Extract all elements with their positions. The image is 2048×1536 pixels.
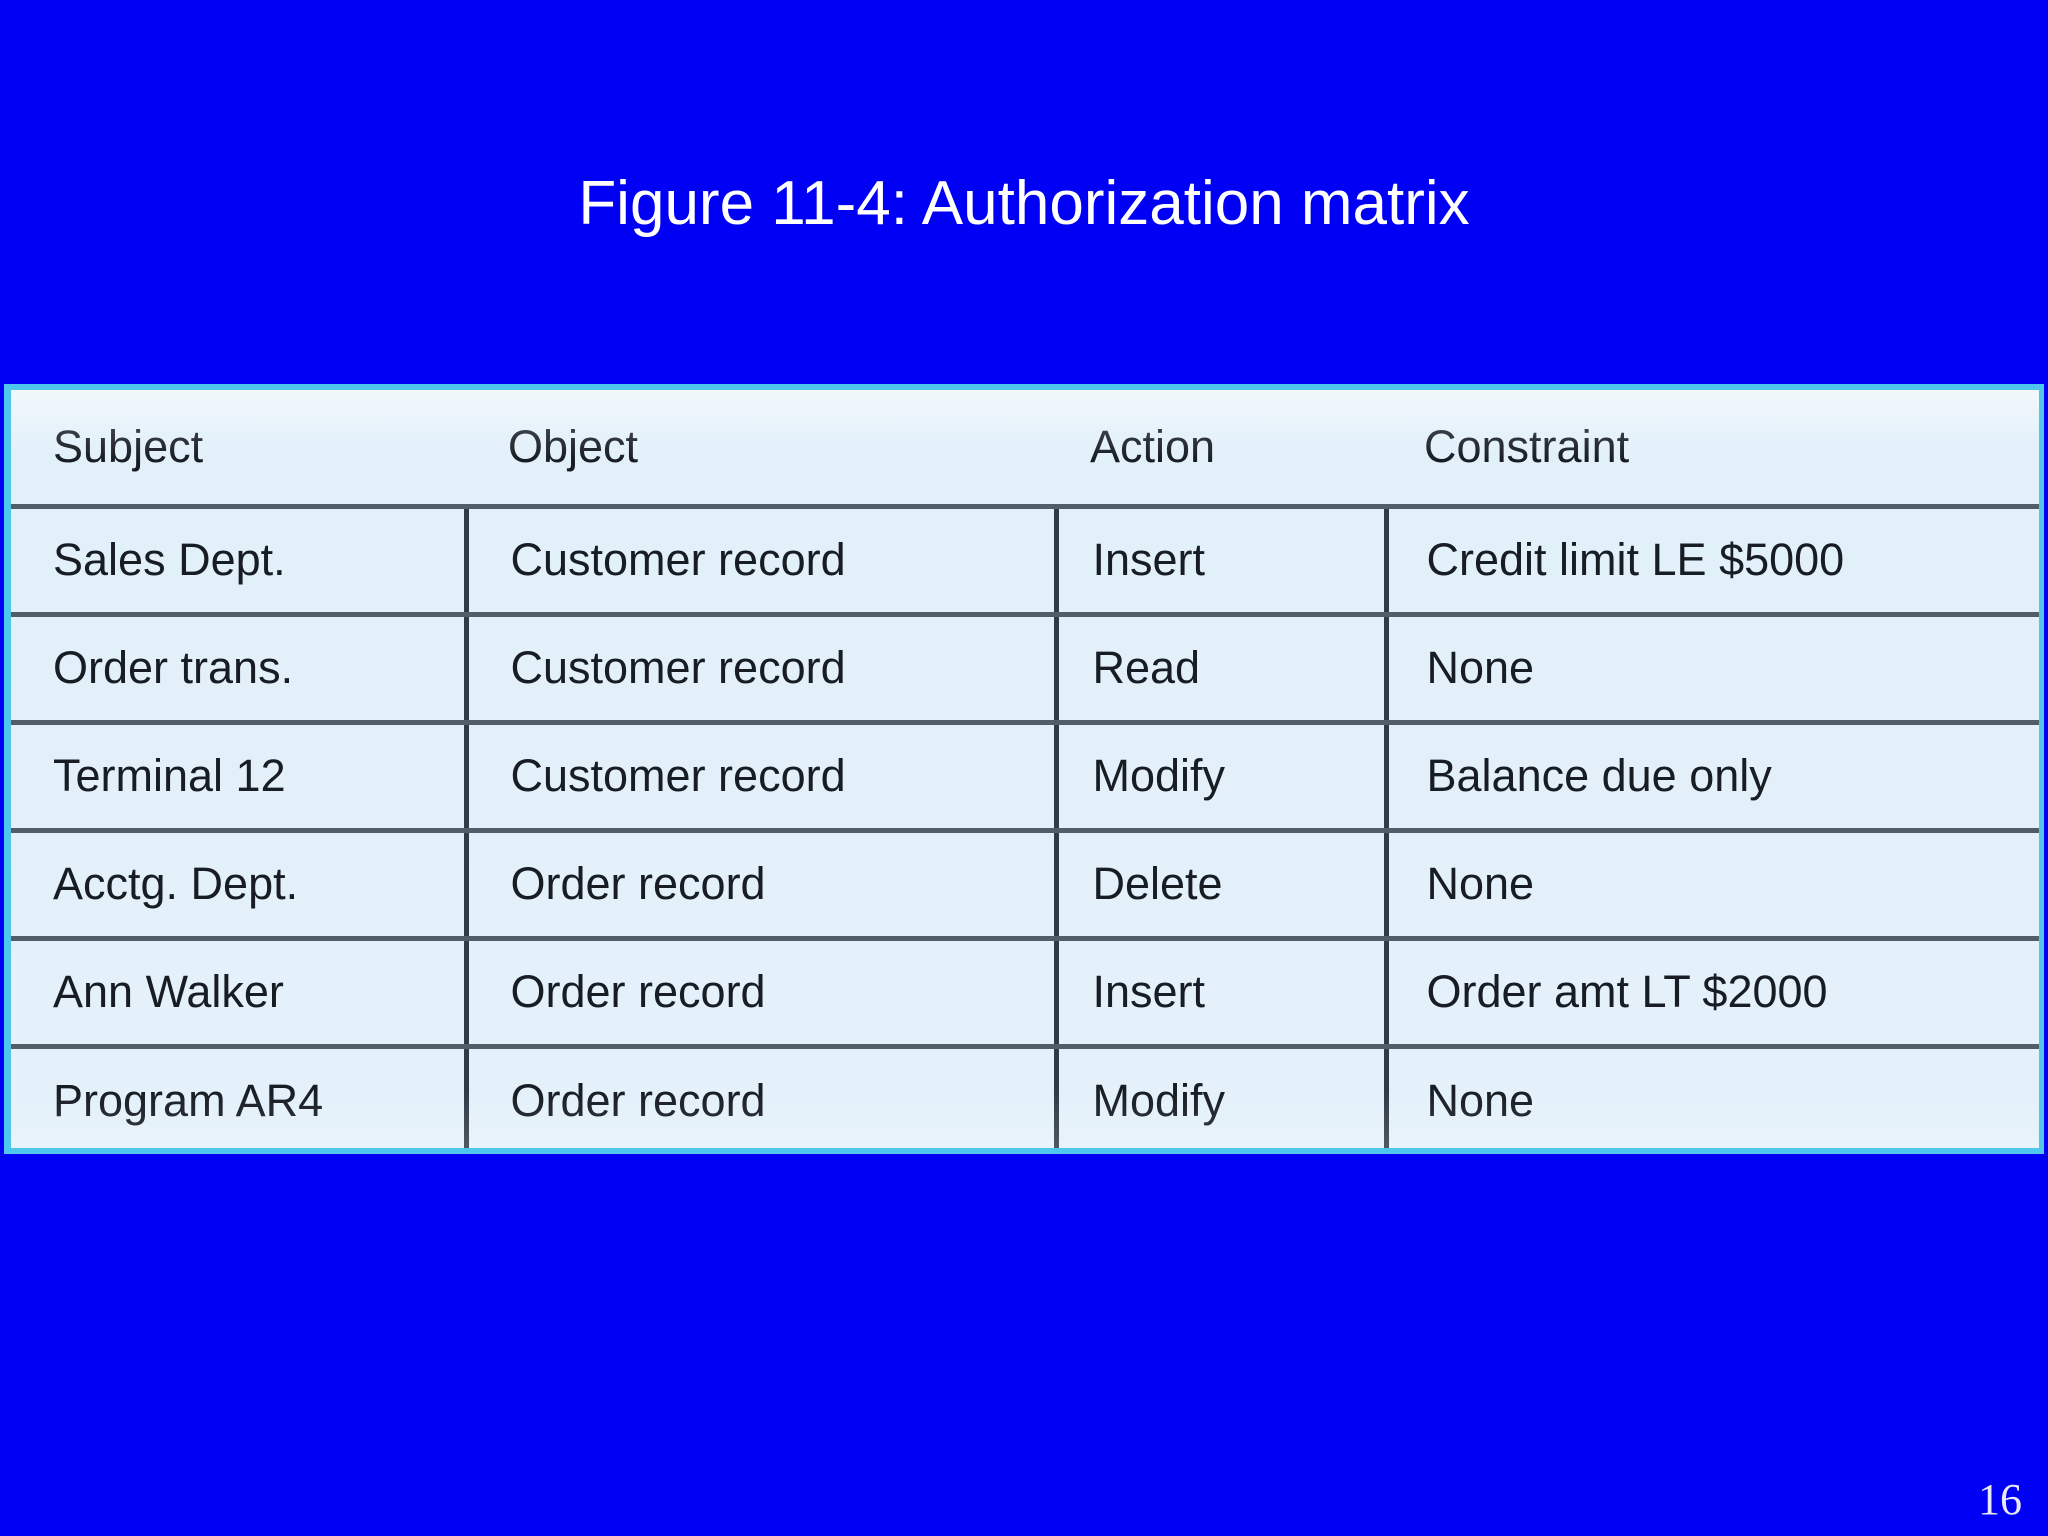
column-header-constraint: Constraint <box>1386 390 2039 509</box>
cell-constraint: Credit limit LE $5000 <box>1386 506 2039 617</box>
cell-subject: Program AR4 <box>11 1046 469 1148</box>
cell-action: Read <box>1056 614 1389 725</box>
cell-subject: Acctg. Dept. <box>11 830 469 941</box>
cell-object: Customer record <box>466 614 1059 725</box>
column-header-object: Object <box>466 390 1056 509</box>
cell-constraint: None <box>1386 614 2039 725</box>
authorization-matrix-table: Subject Object Action Constraint Sales D… <box>11 390 2039 1148</box>
cell-subject: Terminal 12 <box>11 722 469 833</box>
cell-object: Customer record <box>466 722 1059 833</box>
cell-subject: Sales Dept. <box>11 506 469 617</box>
cell-subject: Order trans. <box>11 614 469 725</box>
cell-action: Modify <box>1056 722 1389 833</box>
table-row: Program AR4 Order record Modify None <box>11 1046 2039 1148</box>
cell-constraint: None <box>1426 1075 1535 1127</box>
cell-action: Insert <box>1056 938 1389 1049</box>
table-header-row: Subject Object Action Constraint <box>11 390 2039 509</box>
cell-object: Order record <box>466 1046 1059 1148</box>
cell-object: Order record <box>466 830 1059 941</box>
table-row: Ann Walker Order record Insert Order amt… <box>11 938 2039 1049</box>
column-header-subject: Subject <box>11 390 466 509</box>
cell-constraint: Order amt LT $2000 <box>1386 938 2039 1049</box>
cell-action: Insert <box>1056 506 1389 617</box>
column-header-action: Action <box>1056 390 1386 509</box>
table-row: Order trans. Customer record Read None <box>11 614 2039 725</box>
cell-action: Modify <box>1056 1046 1389 1148</box>
table-row: Terminal 12 Customer record Modify Balan… <box>11 722 2039 833</box>
figure-canvas: Subject Object Action Constraint Sales D… <box>11 390 2039 1148</box>
slide-page-number: 16 <box>1978 1475 2022 1524</box>
page-title: Figure 11-4: Authorization matrix <box>578 169 1470 238</box>
cell-object: Order record <box>466 938 1059 1049</box>
table-row: Sales Dept. Customer record Insert Credi… <box>11 506 2039 617</box>
figure-authorization-matrix: Subject Object Action Constraint Sales D… <box>4 384 2044 1154</box>
cell-constraint: Balance due only <box>1386 722 2039 833</box>
cell-object: Customer record <box>466 506 1059 617</box>
cell-constraint: None <box>1386 830 2039 941</box>
cell-subject: Ann Walker <box>11 938 469 1049</box>
cell-action: Delete <box>1056 830 1389 941</box>
table-row: Acctg. Dept. Order record Delete None <box>11 830 2039 941</box>
